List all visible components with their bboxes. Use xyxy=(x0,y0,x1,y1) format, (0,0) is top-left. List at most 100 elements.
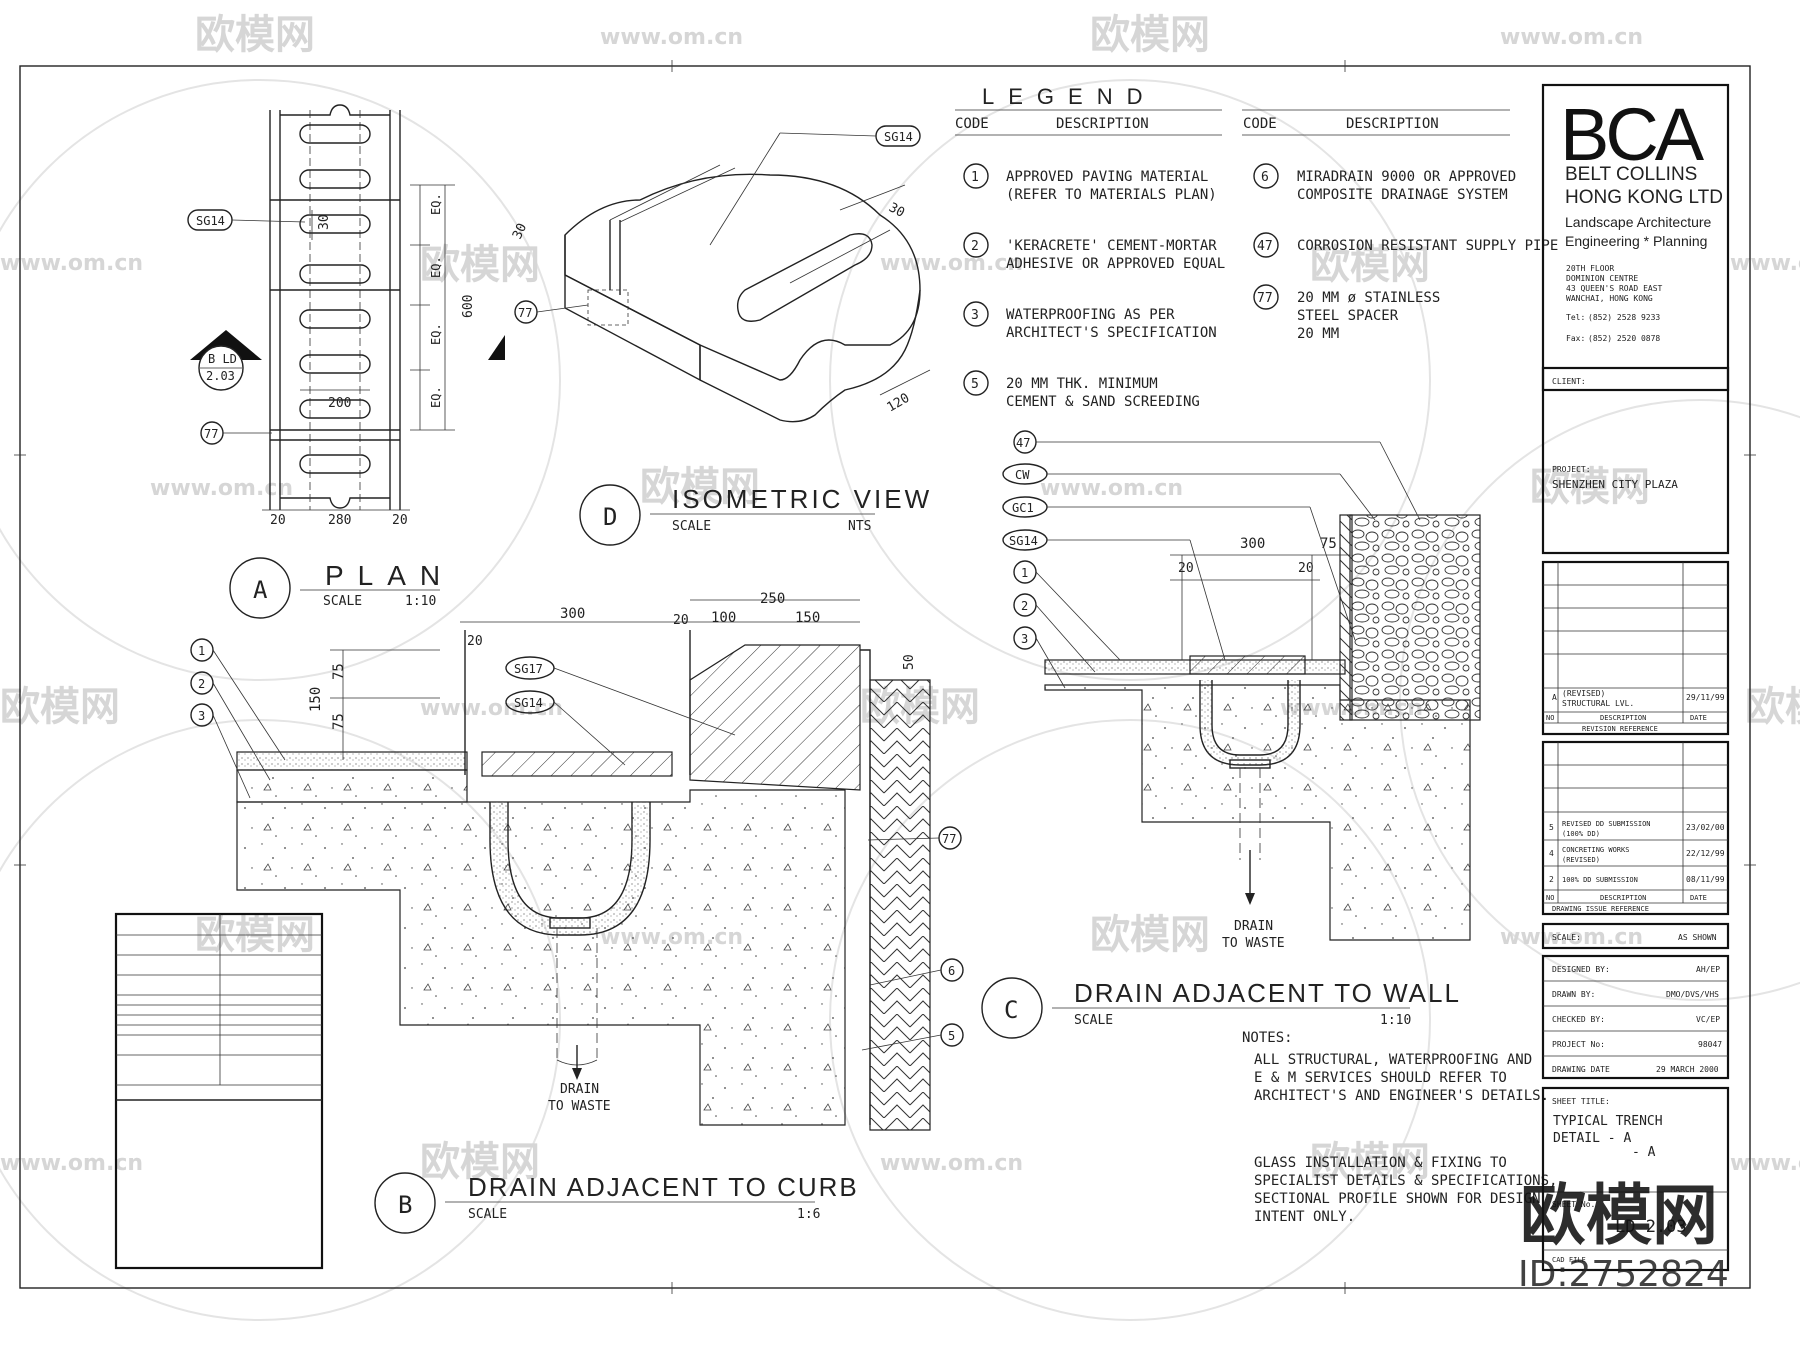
svg-text:NO: NO xyxy=(1546,894,1554,902)
svg-text:22/12/99: 22/12/99 xyxy=(1686,849,1725,858)
wm-brand: 欧模网 xyxy=(1090,12,1210,58)
detail-b-tag-1: 1 xyxy=(198,644,205,658)
svg-text:43 QUEEN'S ROAD EAST: 43 QUEEN'S ROAD EAST xyxy=(1566,284,1663,293)
iso-dim-120: 120 xyxy=(885,391,913,416)
sheet-title-3: - A xyxy=(1632,1145,1656,1160)
issue-row: 5 REVISED DD SUBMISSION (100% DD) 23/02/… xyxy=(1549,820,1725,838)
detail-b-dim-50: 50 xyxy=(902,654,917,670)
wm-site: www.om.cn xyxy=(1730,251,1800,276)
plan-dim-eq: EQ. xyxy=(429,323,443,345)
svg-text:MIRADRAIN 9000 OR APPROVED: MIRADRAIN 9000 OR APPROVED xyxy=(1297,169,1516,185)
svg-text:ALL STRUCTURAL, WATERPROOFING: ALL STRUCTURAL, WATERPROOFING AND xyxy=(1254,1052,1532,1068)
detail-c-tag-gc1: GC1 xyxy=(1012,501,1034,515)
plan-view: EQ. EQ. EQ. EQ. 600 30 200 20 280 20 SG1… xyxy=(187,104,505,619)
wm-brand: 欧模网 xyxy=(420,1139,540,1185)
notes-title: NOTES: xyxy=(1242,1030,1293,1046)
wm-brand: 欧模网 xyxy=(640,464,760,510)
detail-c-code: C xyxy=(1004,996,1018,1024)
svg-text:STEEL SPACER: STEEL SPACER xyxy=(1297,308,1399,324)
detail-b-scale: 1:6 xyxy=(797,1207,820,1222)
svg-text:(100% DD): (100% DD) xyxy=(1562,830,1600,838)
detail-c-drain-1: DRAIN xyxy=(1234,919,1273,934)
svg-text:(REVISED): (REVISED) xyxy=(1562,856,1600,864)
wm-site: www.om.cn xyxy=(1500,25,1643,50)
detail-c-tag-sg14: SG14 xyxy=(1009,534,1038,548)
detail-c-scale: 1:10 xyxy=(1380,1013,1411,1028)
plan-dim-eq: EQ. xyxy=(429,256,443,278)
legend-title: LEGEND xyxy=(982,84,1156,109)
svg-text:(REVISED): (REVISED) xyxy=(1562,689,1605,698)
iso-scale: NTS xyxy=(848,519,871,534)
sheet-title-2: DETAIL - A xyxy=(1553,1131,1631,1146)
detail-c-dim-300: 300 xyxy=(1240,536,1265,552)
svg-text:29 MARCH 2000: 29 MARCH 2000 xyxy=(1656,1065,1719,1074)
svg-text:1: 1 xyxy=(971,170,979,185)
legend-col-code-2: CODE xyxy=(1243,116,1277,132)
project-name: SHENZHEN CITY PLAZA xyxy=(1552,478,1678,491)
detail-b-dim-150b: 150 xyxy=(308,687,324,712)
detail-b-dim-100: 100 xyxy=(711,610,736,626)
svg-text:98047: 98047 xyxy=(1698,1040,1722,1049)
detail-c-tag-1: 1 xyxy=(1021,566,1028,580)
wm-brand: 欧模网 xyxy=(1745,684,1800,730)
wm-brand: 欧模网 xyxy=(1310,242,1430,288)
svg-text:COMPOSITE DRAINAGE SYSTEM: COMPOSITE DRAINAGE SYSTEM xyxy=(1297,187,1508,203)
plan-dim-eq: EQ. xyxy=(429,193,443,215)
svg-text:AS SHOWN: AS SHOWN xyxy=(1678,933,1717,942)
svg-text:77: 77 xyxy=(1257,291,1273,306)
iso-tag-sg14: SG14 xyxy=(884,130,913,144)
svg-text:CORROSION RESISTANT SUPPLY PIP: CORROSION RESISTANT SUPPLY PIPE xyxy=(1297,238,1558,254)
title-block: BCA BELT COLLINS HONG KONG LTD Landscape… xyxy=(1541,83,1730,1272)
svg-text:29/11/99: 29/11/99 xyxy=(1686,693,1725,702)
svg-text:23/02/00: 23/02/00 xyxy=(1686,823,1725,832)
svg-text:PROJECT No:: PROJECT No: xyxy=(1552,1040,1605,1049)
svg-text:DESCRIPTION: DESCRIPTION xyxy=(1600,714,1646,722)
project-label: PROJECT: xyxy=(1552,465,1591,474)
detail-b-dim-75b: 75 xyxy=(331,713,347,730)
wm-site: www.om.cn xyxy=(0,251,143,276)
svg-text:5: 5 xyxy=(971,377,979,392)
iso-dim-30a: 30 xyxy=(510,221,530,242)
sheet-number: LD 2.03 xyxy=(1615,1217,1687,1237)
svg-text:(852) 2528 9233: (852) 2528 9233 xyxy=(1588,313,1660,322)
svg-text:APPROVED PAVING MATERIAL: APPROVED PAVING MATERIAL xyxy=(1006,169,1208,185)
svg-text:Fax:: Fax: xyxy=(1566,334,1585,343)
plan-tag-sg14: SG14 xyxy=(196,214,225,228)
detail-b-tag-3: 3 xyxy=(198,709,205,723)
detail-c-section: DRAIN TO WASTE 300 75 20 20 47 CW GC1 SG… xyxy=(981,430,1481,1039)
svg-text:DATE: DATE xyxy=(1690,714,1707,722)
wm-site: www.om.cn xyxy=(600,25,743,50)
plan-dim-eq: EQ. xyxy=(429,386,443,408)
svg-text:DRAWING ISSUE REFERENCE: DRAWING ISSUE REFERENCE xyxy=(1552,905,1649,913)
wm-site: www.om.cn xyxy=(1500,925,1643,950)
svg-text:ARCHITECT'S SPECIFICATION: ARCHITECT'S SPECIFICATION xyxy=(1006,325,1217,341)
svg-text:WATERPROOFING AS PER: WATERPROOFING AS PER xyxy=(1006,307,1175,323)
svg-text:AH/EP: AH/EP xyxy=(1696,965,1720,974)
svg-text:ARCHITECT'S AND ENGINEER'S DET: ARCHITECT'S AND ENGINEER'S DETAILS. xyxy=(1254,1088,1549,1104)
brand-watermark: 欧模网 ID:2752824 xyxy=(1518,1177,1729,1295)
plan-dim-200: 200 xyxy=(328,396,351,411)
plan-scale-label: SCALE xyxy=(323,594,362,609)
svg-text:STRUCTURAL LVL.: STRUCTURAL LVL. xyxy=(1562,699,1634,708)
sheet-border xyxy=(19,65,1751,1289)
plan-tag-77: 77 xyxy=(204,427,218,441)
detail-b-dim-300: 300 xyxy=(560,606,585,622)
svg-text:DESCRIPTION: DESCRIPTION xyxy=(1600,894,1646,902)
plan-dim-30: 30 xyxy=(317,214,332,230)
plan-section-top: B LD xyxy=(208,352,237,366)
svg-text:DRAWN BY:: DRAWN BY: xyxy=(1552,990,1595,999)
legend-item: 47 CORROSION RESISTANT SUPPLY PIPE xyxy=(1253,232,1558,258)
svg-text:CHECKED BY:: CHECKED BY: xyxy=(1552,1015,1605,1024)
client-label: CLIENT: xyxy=(1552,377,1586,386)
svg-text:SECTIONAL PROFILE SHOWN FOR DE: SECTIONAL PROFILE SHOWN FOR DESIGN xyxy=(1254,1191,1541,1207)
legend-col-desc: DESCRIPTION xyxy=(1056,116,1149,132)
svg-text:DESIGNED BY:: DESIGNED BY: xyxy=(1552,965,1610,974)
svg-text:REVISED DD SUBMISSION: REVISED DD SUBMISSION xyxy=(1562,820,1651,828)
svg-text:ADHESIVE OR APPROVED EQUAL: ADHESIVE OR APPROVED EQUAL xyxy=(1006,256,1225,272)
wm-site: www.om.cn xyxy=(420,696,563,721)
detail-b-tag-5: 5 xyxy=(948,1029,955,1043)
isometric-view: 30 30 120 SG14 77 D ISOMETRIC VIEW SCALE… xyxy=(510,125,931,546)
detail-b-title: DRAIN ADJACENT TO CURB xyxy=(468,1172,859,1202)
detail-b-dim-20a: 20 xyxy=(467,634,483,649)
